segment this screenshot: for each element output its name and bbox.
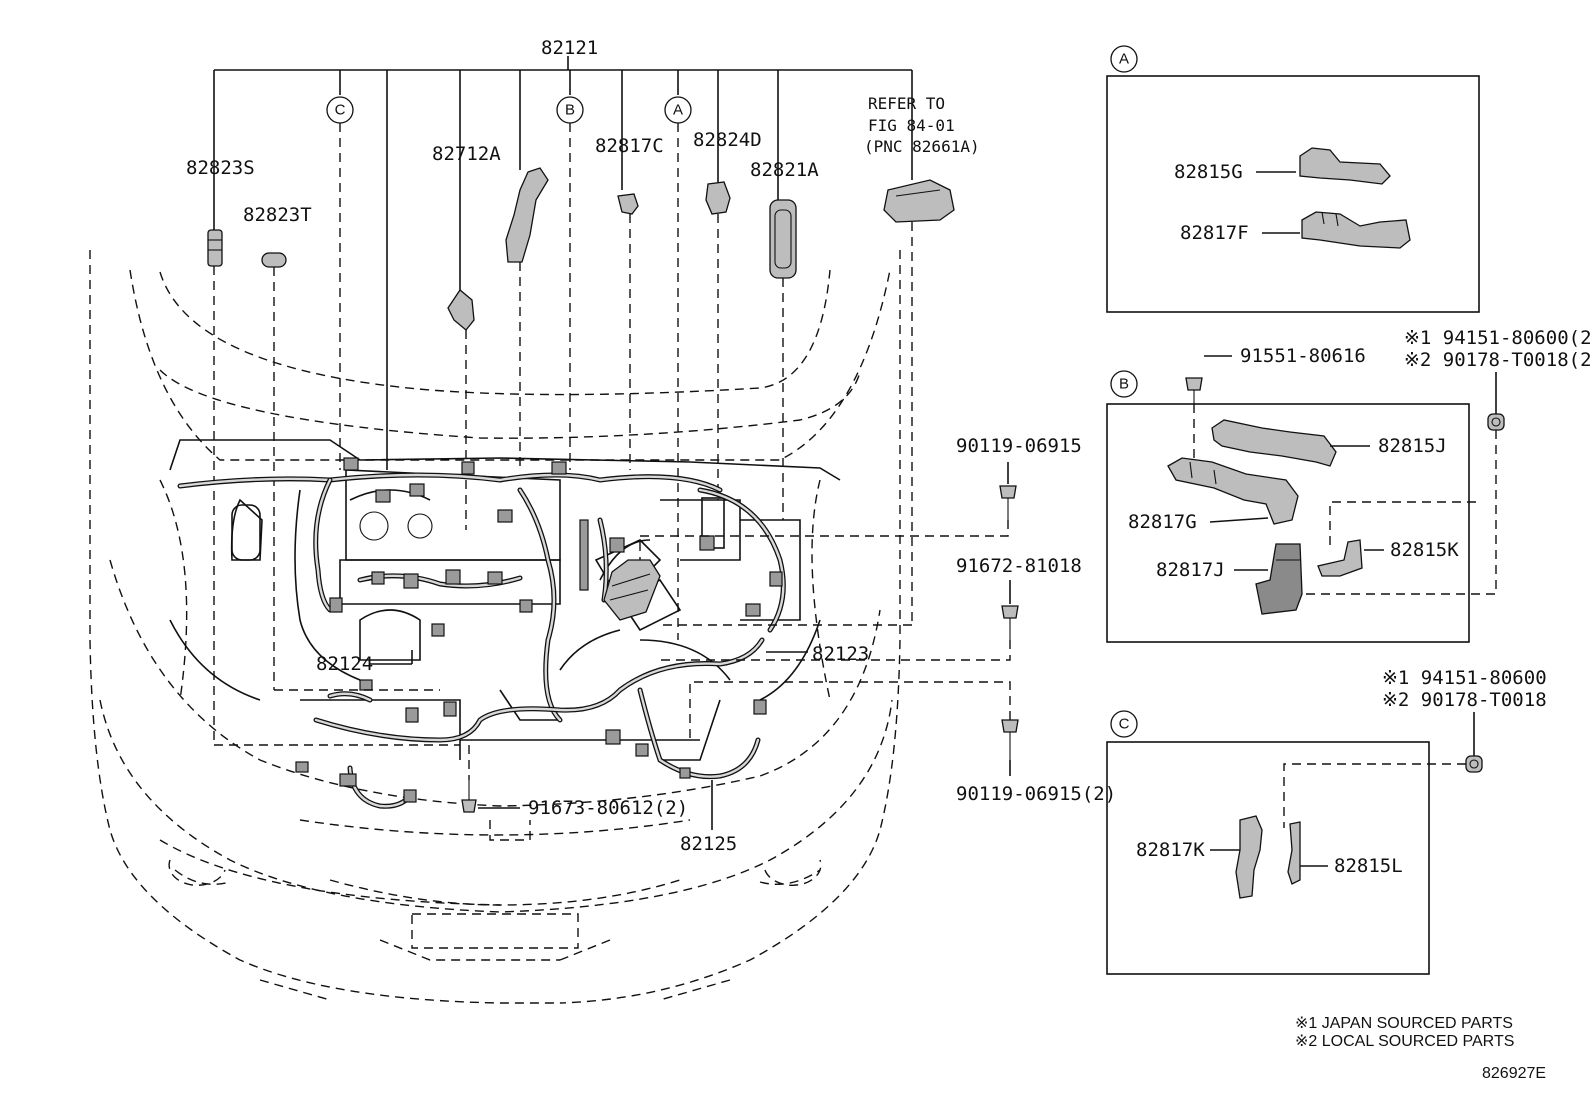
label-82823T: 82823T [243,204,312,226]
label-82817J: 82817J [1156,559,1225,581]
bolt-91551 [1185,377,1203,404]
main-assembly-leader [213,56,913,470]
figure-id: 826927E [1482,1065,1546,1082]
detail-b-box [1106,403,1470,643]
label-91672: 91672-81018 [956,555,1082,577]
clip-82823S [207,229,223,267]
connectors [295,457,783,803]
label-91673: 91673-80612(2) [528,797,688,819]
callout-a-top: A [664,96,692,124]
label-82121: 82121 [541,37,598,59]
protector-82712A [447,289,475,331]
label-82817G: 82817G [1128,511,1197,533]
nut-note-b2: ※2 90178-T0018(2) [1404,349,1592,371]
label-82817F: 82817F [1180,222,1249,244]
label-82824D: 82824D [693,129,762,151]
svg-text:C: C [1119,716,1130,733]
label-82712A: 82712A [432,143,501,165]
label-82823S: 82823S [186,157,255,179]
bracket-top-harness [505,167,549,263]
nut-b [1487,413,1505,431]
nut-note-c2: ※2 90178-T0018 [1382,689,1547,711]
label-82815L: 82815L [1334,855,1403,877]
label-82123: 82123 [812,643,869,665]
bolt-91672 [1001,605,1019,640]
part-82817F [1301,211,1411,249]
bolt-90119b [1001,719,1019,760]
clip-82823T [261,252,287,268]
wire-harness-82124 [313,637,765,743]
cover-82821A [769,199,797,279]
svg-text:A: A [673,102,683,119]
bolt-91673 [461,780,477,813]
label-90119b: 90119-06915(2) [956,783,1116,805]
refer-line1: REFER TO [868,94,945,113]
part-82817J [1255,543,1303,615]
label-82815G: 82815G [1174,161,1243,183]
label-82817C: 82817C [595,135,664,157]
svg-text:A: A [1119,51,1129,68]
label-90119a: 90119-06915 [956,435,1082,457]
refer-line2: FIG 84-01 [868,116,955,135]
label-82815J: 82815J [1378,435,1447,457]
callout-c-top: C [326,96,354,124]
footnote-local: ※2 LOCAL SOURCED PARTS [1295,1033,1514,1050]
nut-note-c1: ※1 94151-80600 [1382,667,1547,689]
intake-duct [603,559,661,621]
refer-line3: (PNC 82661A) [864,137,980,156]
callout-c-detail: C [1110,710,1138,738]
callout-b-top: B [556,96,584,124]
label-82821A: 82821A [750,159,819,181]
clamp-82824D [705,181,731,215]
clamp-82817C [617,193,639,215]
label-82815K: 82815K [1390,539,1459,561]
part-82815J [1211,419,1337,467]
wire-harness-82121 [177,472,786,723]
part-82817K [1235,815,1263,899]
part-82815G [1299,147,1391,185]
svg-text:B: B [565,102,575,119]
part-82817G [1167,457,1299,525]
detail-c-box [1106,741,1430,975]
engine-bay [169,439,841,761]
label-82817K: 82817K [1136,839,1205,861]
label-82125: 82125 [680,833,737,855]
svg-text:B: B [1119,376,1129,393]
part-82815L [1287,821,1301,885]
nut-c [1465,755,1483,773]
detail-a-box [1106,75,1480,313]
callout-b-detail: B [1110,370,1138,398]
vehicle-outline [89,250,901,1004]
nut-note-b1: ※1 94151-80600(2) [1404,327,1592,349]
label-82124: 82124 [316,653,373,675]
part-82815K [1317,539,1363,577]
footnote-japan: ※1 JAPAN SOURCED PARTS [1295,1015,1513,1032]
bolt-90119a [999,485,1017,520]
label-91551: 91551-80616 [1240,345,1366,367]
callout-a-detail: A [1110,45,1138,73]
relay-box-ref [883,179,955,223]
svg-text:C: C [335,102,346,119]
